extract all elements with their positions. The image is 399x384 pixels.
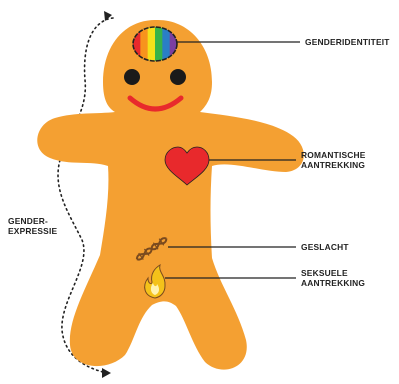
gingerbread-body: [37, 20, 304, 370]
rainbow-stripe: [148, 26, 156, 62]
label-romantic-attraction: ROMANTISCHE AANTREKKING: [301, 150, 366, 170]
rainbow-brain-icon: [133, 26, 178, 62]
right-eye: [170, 69, 186, 85]
left-eye: [124, 69, 140, 85]
label-sexual-attraction: SEKSUELE AANTREKKING: [301, 268, 365, 288]
label-gender-expression: GENDER- EXPRESSIE: [8, 216, 57, 236]
label-sex: GESLACHT: [301, 242, 349, 252]
rainbow-stripe: [155, 26, 163, 62]
label-gender-identity: GENDERIDENTITEIT: [305, 37, 390, 47]
